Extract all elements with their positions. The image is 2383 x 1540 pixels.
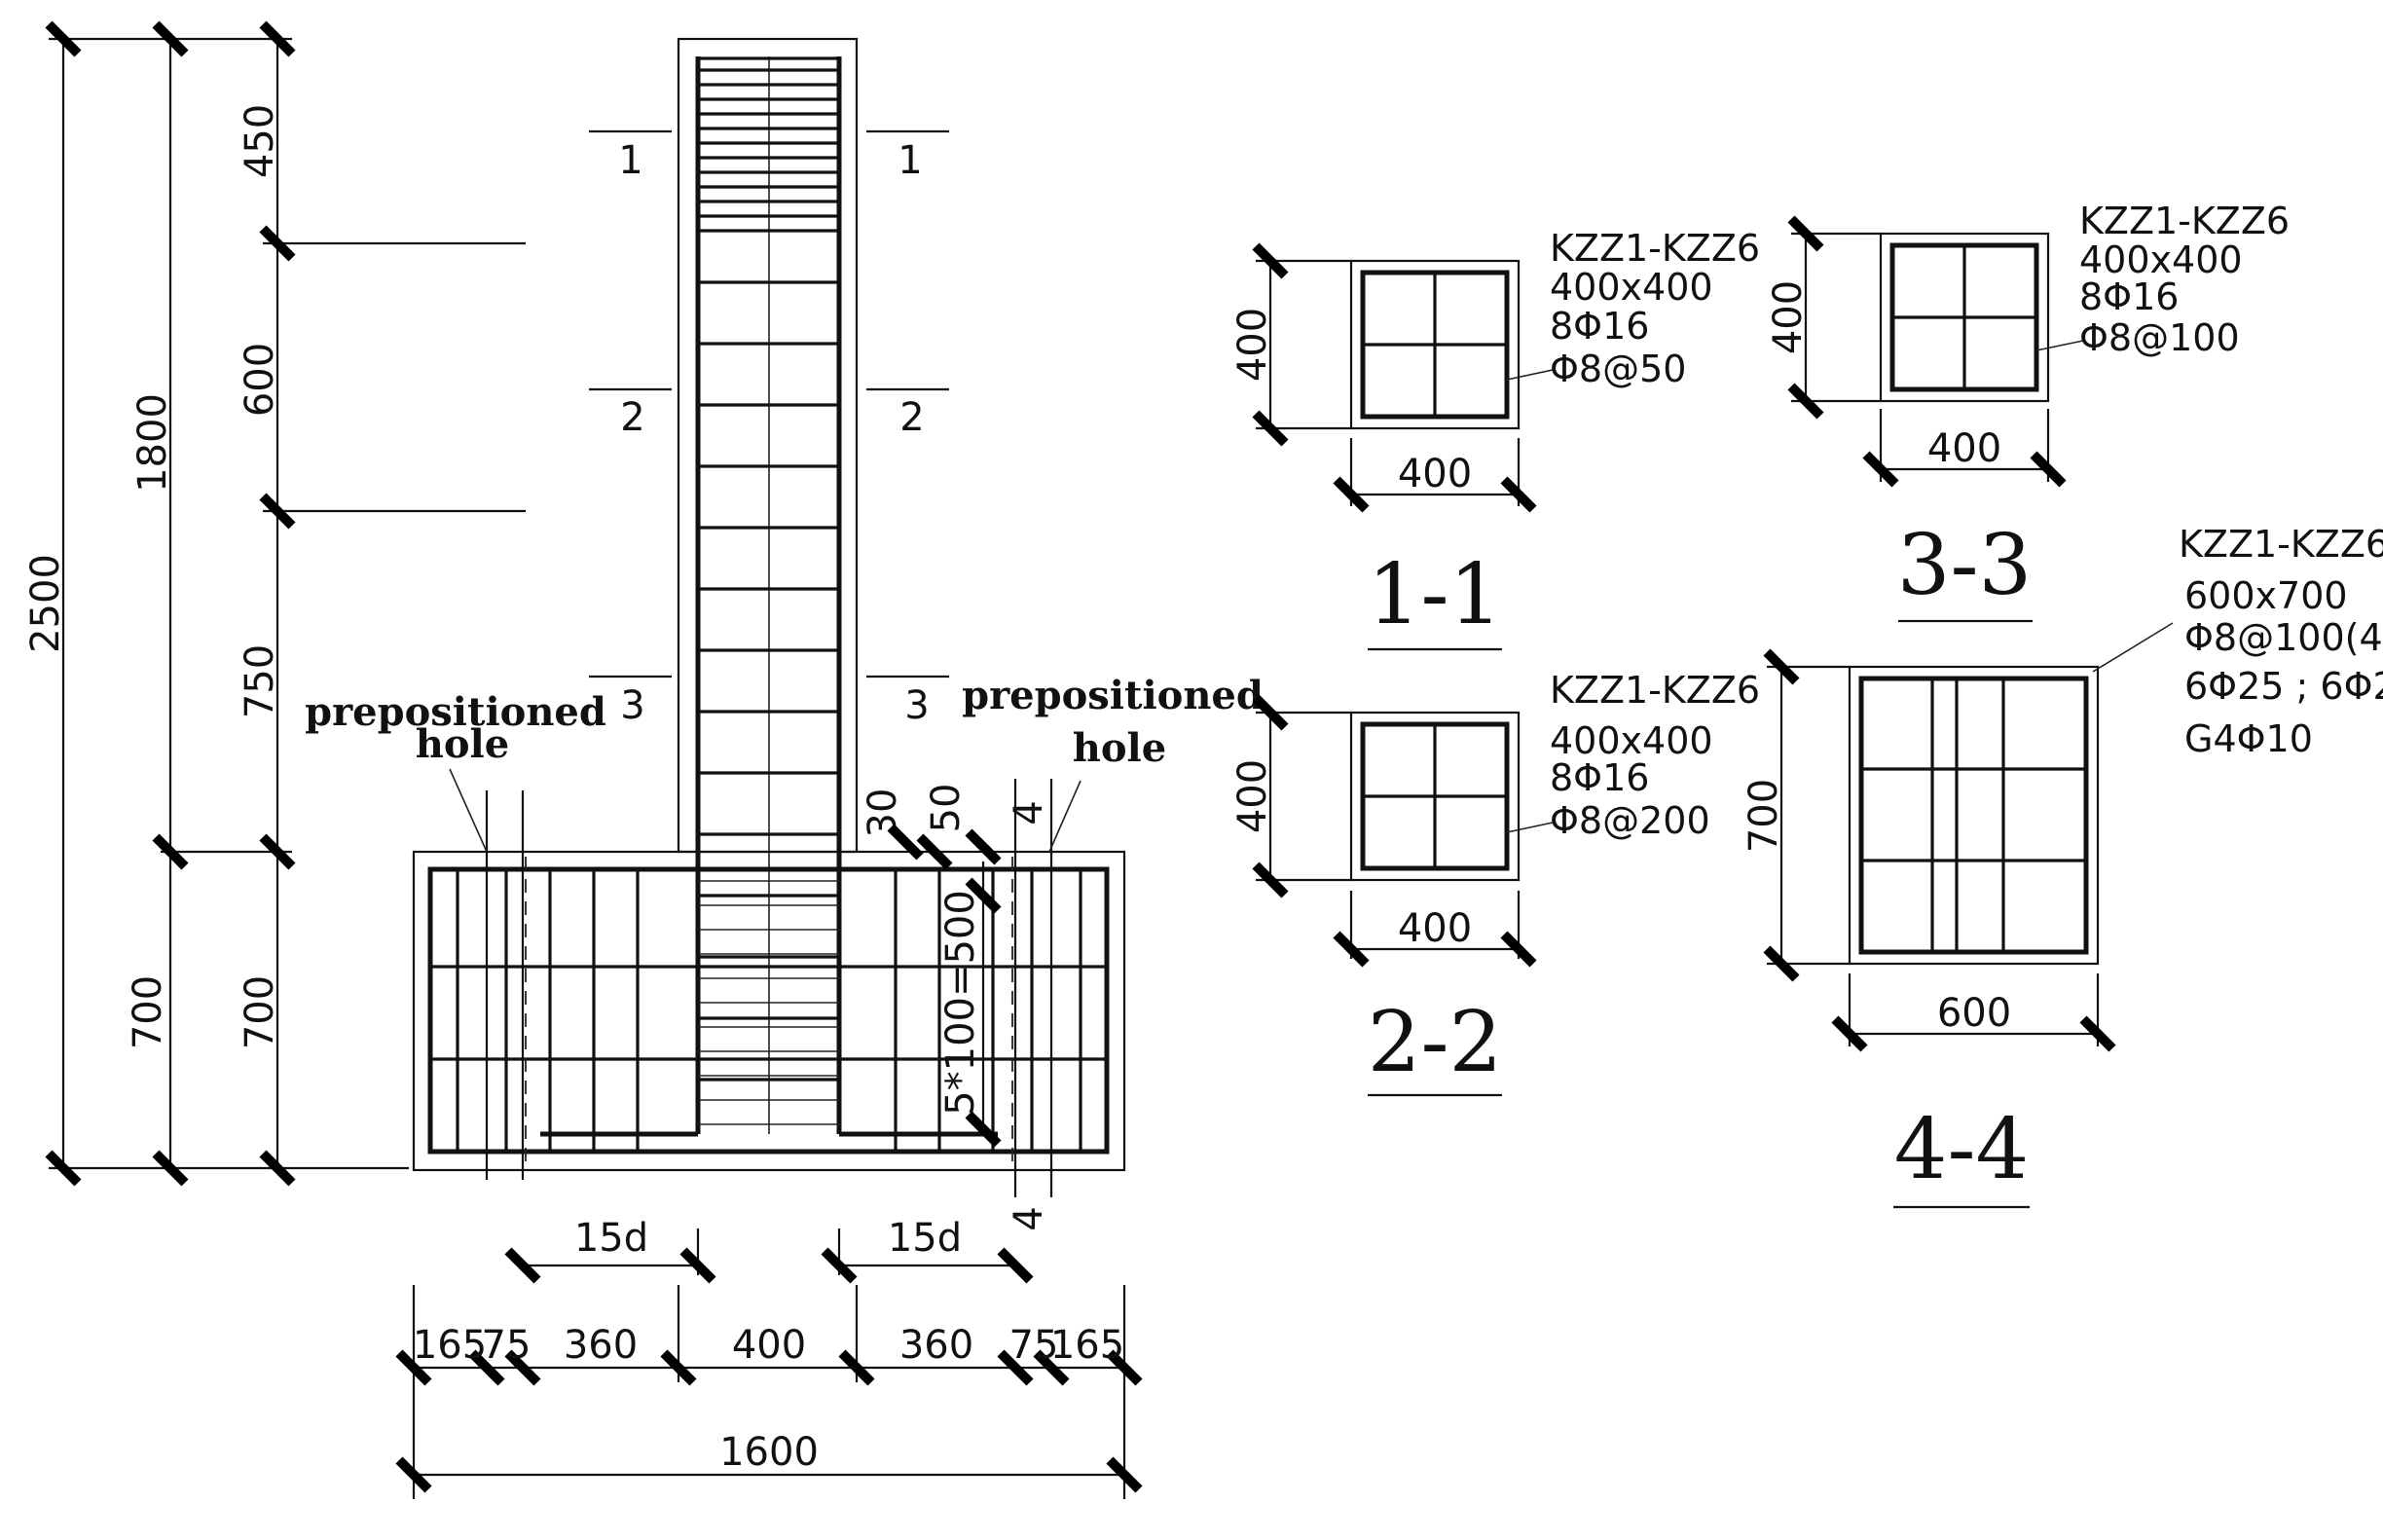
section-1-1-spec-2: 8Φ16 [1550,305,1649,348]
section-4-4-width: 600 [1937,991,2011,1036]
hole-labels: prepositioned hole prepositioned hole [305,673,1264,853]
section-2-2-spec-1: 400x400 [1550,719,1713,762]
section-4-4-title: 4-4 [1894,1101,2030,1198]
cut-mark-2-left: 2 [620,395,644,440]
dim-4-bottom: 4 [1007,1206,1051,1230]
dim-750: 750 [238,644,282,718]
dim-600: 600 [238,343,282,417]
section-3-3-spec-3: Φ8@100 [2079,316,2240,359]
cut-mark-3-left: 3 [620,683,644,728]
left-dimension-chains: 2500 1800 700 450 600 750 700 [23,20,526,1187]
section-cut-marks: 1 1 2 2 3 3 [589,129,949,728]
section-1-1-height: 400 [1230,308,1275,382]
column-ties [698,68,839,1082]
section-3-3-title: 3-3 [1897,517,2033,614]
hole-label-right-line2: hole [1073,725,1166,771]
cut-mark-3-right: 3 [904,683,929,728]
column-elevation [677,37,859,1134]
section-1-1-spec-3: Φ8@50 [1550,348,1686,390]
section-3-3-height: 400 [1766,280,1811,354]
section-2-2-spec-0: KZZ1-KZZ6 [1550,669,1760,712]
hole-label-left-line1: prepositioned [305,689,606,735]
bottom-dim-360-right: 360 [899,1323,973,1368]
bottom-dimension-chains: 15d 15d 165 75 360 400 360 75 165 1600 [395,1216,1143,1499]
section-2-2-spec-3: Φ8@200 [1550,799,1710,842]
section-3-3: 400 400 3-3 KZZ1-KZZ6 400x400 8Φ16 Φ8@10… [1766,200,2290,623]
bottom-dim-165-right: 165 [1050,1323,1124,1368]
bottom-dim-75-right: 75 [1009,1323,1059,1368]
section-1-1-width: 400 [1398,452,1472,496]
section-1-1-spec-0: KZZ1-KZZ6 [1550,227,1760,270]
section-3-3-spec-0: KZZ1-KZZ6 [2079,200,2290,242]
section-2-2-width: 400 [1398,906,1472,951]
dim-450: 450 [238,104,282,178]
footing-vertical-bars [456,871,1082,1150]
cut-mark-1-left: 1 [618,138,642,183]
section-1-1-spec-1: 400x400 [1550,266,1713,309]
anchor-15d-right: 15d [888,1216,962,1261]
section-3-3-width: 400 [1927,426,2001,471]
bottom-dimension-ticks [395,1349,1143,1386]
section-2-2-spec-2: 8Φ16 [1550,756,1649,799]
bottom-dim-75-left: 75 [482,1323,532,1368]
section-3-3-spec-1: 400x400 [2079,238,2243,281]
footing-elevation [412,779,1126,1197]
bottom-dim-165-left: 165 [413,1323,487,1368]
rebar-spacing-label: 5*100=500 [938,890,983,1116]
section-4-4-spec-0: KZZ1-KZZ6 [2179,523,2383,566]
dim-1800: 1800 [130,393,175,493]
section-2-2: 400 400 2-2 KZZ1-KZZ6 400x400 8Φ16 Φ8@20… [1230,669,1760,1097]
dim-4-top: 4 [1007,800,1051,825]
section-1-1: 400 400 1-1 KZZ1-KZZ6 400x400 8Φ16 Φ8@50 [1230,227,1760,651]
total-width-1600: 1600 [719,1430,819,1475]
section-4-4-height: 700 [1741,779,1786,853]
section-2-2-height: 400 [1230,759,1275,833]
dim-50: 50 [924,784,969,833]
dim-700-outer: 700 [126,975,170,1049]
section-4-4-spec-3: 6Φ25 ; 6Φ25 [2184,665,2383,708]
section-2-2-title: 2-2 [1368,994,1503,1091]
cut-mark-1-right: 1 [898,138,922,183]
section-4-4-spec-4: G4Φ10 [2184,717,2313,760]
bottom-dim-360-left: 360 [564,1323,638,1368]
section-4-4-spec-2: Φ8@100(4) [2184,616,2383,659]
hole-label-left-line2: hole [416,721,509,767]
bottom-dim-400: 400 [732,1323,806,1368]
detail-dimensions: 30 50 4 4 5*100=500 [861,784,1051,1231]
cut-mark-2-right: 2 [899,395,924,440]
section-3-3-spec-2: 8Φ16 [2079,275,2179,318]
section-1-1-title: 1-1 [1368,546,1503,643]
section-4-4-spec-1: 600x700 [2184,574,2348,617]
dim-2500: 2500 [23,554,68,653]
hole-label-right-line1: prepositioned [962,673,1264,718]
anchor-15d-left: 15d [574,1216,648,1261]
section-4-4: 700 600 4-4 KZZ1-KZZ6 600x700 Φ8@100(4) … [1741,523,2383,1209]
dim-700-inner: 700 [238,975,282,1049]
